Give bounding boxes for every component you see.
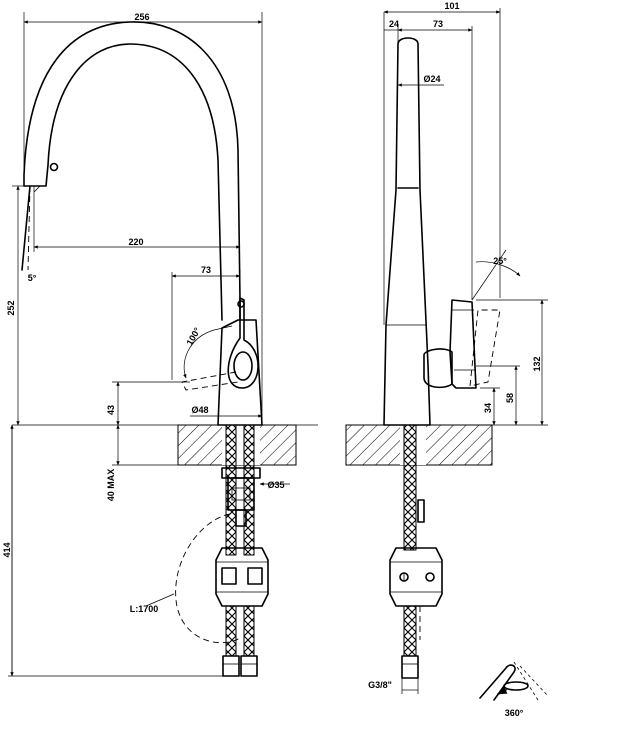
label-lever-mid: 58 — [505, 393, 515, 403]
label-lever-low: 34 — [483, 403, 493, 413]
front-view — [8, 12, 318, 677]
front-body — [217, 319, 263, 426]
front-hose-weight — [215, 547, 269, 607]
label-swivel: 360° — [505, 708, 524, 718]
front-spout — [23, 21, 241, 321]
front-connector-right — [240, 655, 258, 677]
label-hose-length: L:1700 — [130, 604, 159, 614]
label-hole-diameter: Ø35 — [267, 480, 284, 490]
spray-axis — [27, 185, 31, 271]
label-deck-thickness: 40 MAX — [106, 469, 116, 502]
front-connector-left — [222, 655, 240, 677]
front-lever — [227, 297, 259, 389]
label-base-diameter: Ø48 — [191, 405, 208, 415]
front-lever-rotated — [181, 371, 239, 391]
spray-button — [49, 162, 59, 172]
label-overall-width: 256 — [134, 12, 149, 22]
label-deck-to-lever: 43 — [106, 405, 116, 415]
label-lever-rotation: 100° — [184, 326, 202, 347]
label-spray-tilt: 5° — [28, 273, 37, 283]
spray-tilt-line — [21, 185, 31, 271]
label-lever-tilt: 25° — [493, 256, 507, 266]
label-side-back: 73 — [433, 19, 443, 29]
side-hose — [403, 424, 417, 551]
label-side-front: 24 — [389, 19, 399, 29]
swivel-icon — [479, 661, 549, 701]
label-lever-height: 132 — [532, 356, 542, 371]
label-hose-below: 414 — [2, 542, 12, 557]
label-lever-offset: 73 — [201, 265, 211, 275]
label-total-height: 252 — [6, 300, 16, 315]
front-hose-right — [243, 424, 255, 556]
label-connector: G3/8" — [368, 680, 392, 690]
side-view — [345, 8, 549, 701]
side-spout — [383, 37, 431, 426]
front-hose-loop — [175, 513, 241, 644]
side-connector — [401, 655, 419, 679]
label-spout-reach: 220 — [128, 237, 143, 247]
front-hose-left — [225, 424, 237, 556]
side-lever-tilted — [469, 309, 501, 387]
label-side-depth: 101 — [444, 1, 459, 11]
side-hose-weight — [389, 547, 443, 607]
label-spout-diameter: Ø24 — [423, 74, 440, 84]
side-lever — [449, 299, 477, 389]
